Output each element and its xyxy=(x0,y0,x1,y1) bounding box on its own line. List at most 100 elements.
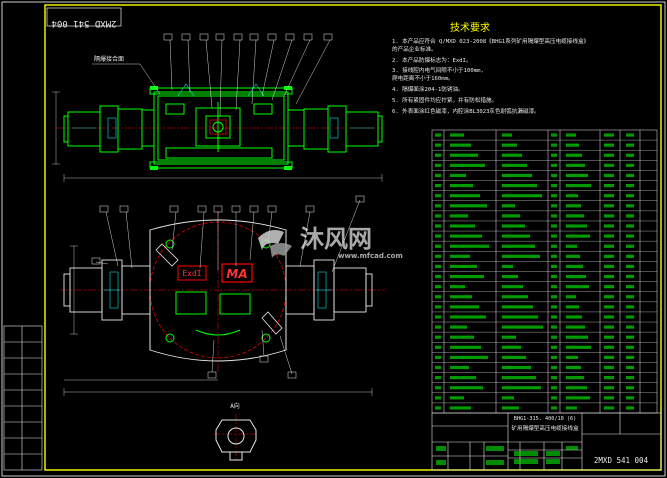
parts-cell-mark xyxy=(566,173,588,178)
parts-cell-mark xyxy=(566,285,589,289)
parts-cell-mark xyxy=(435,173,441,178)
parts-cell-mark xyxy=(551,325,557,329)
parts-cell-mark xyxy=(435,183,441,188)
parts-cell-mark xyxy=(551,264,557,269)
parts-cell-mark xyxy=(450,133,464,137)
parts-cell-mark xyxy=(435,355,441,360)
parts-cell-mark xyxy=(435,305,441,309)
parts-cell-mark xyxy=(604,264,614,269)
parts-cell-mark xyxy=(502,194,542,198)
parts-cell-mark xyxy=(435,204,441,208)
parts-cell-mark xyxy=(502,396,514,400)
watermark-brand: 沐风网 xyxy=(300,225,372,253)
parts-cell-mark xyxy=(566,396,590,400)
parts-cell-mark xyxy=(604,133,614,137)
parts-cell-mark xyxy=(435,244,441,248)
parts-cell-mark xyxy=(626,305,634,309)
parts-cell-mark xyxy=(566,133,576,137)
parts-cell-mark xyxy=(604,315,614,319)
parts-cell-mark xyxy=(551,143,557,147)
parts-cell-mark xyxy=(604,325,614,329)
parts-cell-mark xyxy=(626,254,634,258)
parts-cell-mark xyxy=(604,244,614,248)
parts-cell-mark xyxy=(450,386,483,390)
parts-cell-mark xyxy=(502,345,521,349)
parts-cell-mark xyxy=(604,365,614,370)
parts-cell-mark xyxy=(566,143,579,147)
parts-cell-mark xyxy=(566,376,584,380)
parts-cell-mark xyxy=(626,396,634,400)
parts-cell-mark xyxy=(626,325,634,329)
section-view-top[interactable] xyxy=(52,83,383,182)
drawing-border-inner xyxy=(44,4,662,471)
explosion-proof-mark: ExdI MA xyxy=(177,263,253,283)
exd-label: ExdI xyxy=(182,269,201,278)
parts-cell-mark xyxy=(450,234,482,238)
parts-cell-mark xyxy=(435,264,441,269)
parts-cell-mark xyxy=(450,214,468,218)
parts-cell-mark xyxy=(626,365,634,370)
parts-cell-mark xyxy=(604,163,614,167)
parts-cell-mark xyxy=(435,214,441,218)
parts-cell-mark xyxy=(435,365,441,370)
parts-cell-mark xyxy=(551,254,557,258)
parts-cell-mark xyxy=(566,234,590,238)
parts-cell-mark xyxy=(450,376,476,380)
parts-cell-mark xyxy=(566,345,591,349)
parts-cell-mark xyxy=(604,295,614,299)
parts-cell-mark xyxy=(626,143,634,147)
parts-cell-mark xyxy=(626,376,634,380)
watermark-url: www.mfcad.com xyxy=(338,252,403,260)
parts-cell-mark xyxy=(551,274,557,279)
title-model: BHG1-315. 400/10 (6) xyxy=(514,416,576,422)
parts-cell-mark xyxy=(604,386,614,390)
parts-cell-mark xyxy=(626,355,634,360)
parts-cell-mark xyxy=(604,234,614,238)
parts-cell-mark xyxy=(626,183,634,188)
parts-cell-mark xyxy=(551,194,557,198)
parts-cell-mark xyxy=(502,224,525,228)
parts-cell-mark xyxy=(566,153,582,157)
parts-cell-mark xyxy=(502,153,522,157)
parts-cell-mark xyxy=(626,133,634,137)
parts-cell-mark xyxy=(626,163,634,167)
parts-cell-mark xyxy=(435,234,441,238)
parts-cell-mark xyxy=(502,305,533,309)
parts-cell-mark xyxy=(502,325,543,329)
title-block[interactable] xyxy=(431,412,662,471)
parts-cell-mark xyxy=(435,143,441,147)
parts-cell-mark xyxy=(502,264,513,269)
parts-cell-mark xyxy=(626,214,634,218)
parts-cell-mark xyxy=(604,345,614,349)
parts-cell-mark xyxy=(626,315,634,319)
parts-cell-mark xyxy=(435,133,441,137)
parts-cell-mark xyxy=(502,406,519,410)
parts-cell-mark xyxy=(450,194,480,198)
parts-cell-mark xyxy=(450,183,473,188)
parts-cell-mark xyxy=(551,183,557,188)
parts-cell-mark xyxy=(551,295,557,299)
parts-cell-mark xyxy=(566,194,578,198)
parts-cell-mark xyxy=(551,153,557,157)
parts-cell-mark xyxy=(626,345,634,349)
parts-cell-mark xyxy=(626,194,634,198)
a-direction-view[interactable] xyxy=(214,414,258,462)
parts-cell-mark xyxy=(435,153,441,157)
parts-cell-mark xyxy=(502,365,531,370)
parts-cell-mark xyxy=(604,406,614,410)
parts-cell-mark xyxy=(435,224,441,228)
parts-cell-mark xyxy=(551,285,557,289)
front-view-main[interactable]: ExdI MA xyxy=(60,210,385,396)
parts-cell-mark xyxy=(450,325,467,329)
parts-cell-mark xyxy=(551,315,557,319)
parts-cell-mark xyxy=(435,376,441,380)
parts-cell-mark xyxy=(604,214,614,218)
requirement-line: 爬电距离不小于160mm。 xyxy=(392,74,454,82)
parts-cell-mark xyxy=(604,194,614,198)
parts-cell-mark xyxy=(604,224,614,228)
parts-cell-mark xyxy=(435,285,441,289)
parts-cell-mark xyxy=(435,194,441,198)
parts-cell-mark xyxy=(502,214,520,218)
